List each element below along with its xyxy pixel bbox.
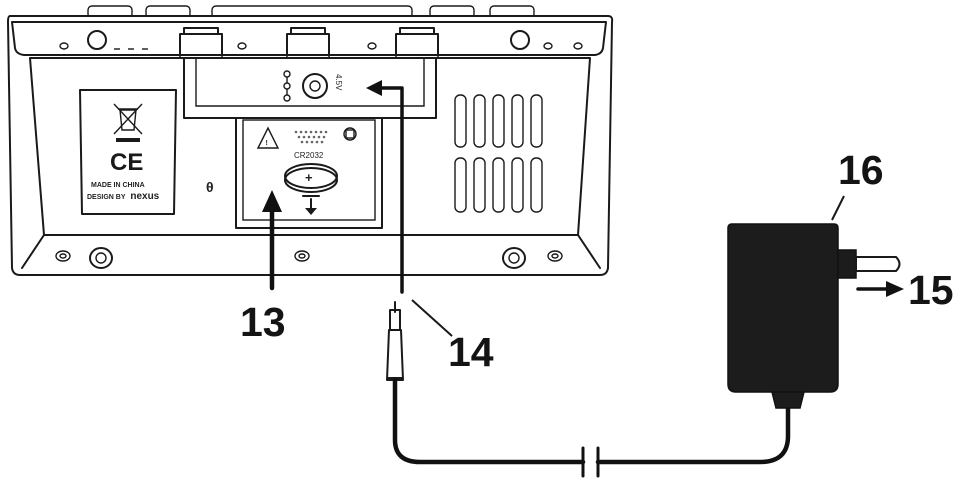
- design-by-prefix: DESIGN BY: [87, 194, 126, 201]
- weee-bin-icon: [113, 103, 143, 142]
- top-band-screws: [59, 42, 583, 50]
- warning-icon: [256, 126, 280, 149]
- adapter-plug-collar: [837, 249, 857, 279]
- warning-icon-mark: !: [266, 140, 268, 147]
- leader-line-16: [831, 195, 845, 221]
- adapter-body: [727, 223, 839, 393]
- vent-slots: [454, 94, 543, 213]
- polarity-symbol: [283, 70, 291, 102]
- callout-15: 15: [908, 267, 954, 313]
- adapter-plug-pin: [855, 256, 901, 272]
- cable-break-mark: [581, 446, 600, 478]
- arrow-15: [856, 281, 904, 297]
- made-in-label: MADE IN CHINA: [91, 182, 145, 189]
- stand-frame-inner: [195, 58, 425, 107]
- coin-cell: [284, 167, 338, 193]
- insert-arrow-icon: [302, 195, 320, 215]
- arrow-to-battery: [262, 190, 282, 291]
- top-right-hole: [510, 30, 530, 50]
- leader-line-14: [411, 299, 453, 337]
- battery-type-label: CR2032: [294, 151, 324, 160]
- device-top-band: [11, 21, 607, 56]
- ce-mark: CE: [110, 149, 143, 176]
- dotted-pattern: [294, 130, 328, 144]
- power-adapter: [727, 223, 901, 409]
- callout-16: 16: [838, 147, 884, 193]
- top-left-hole: [87, 30, 107, 50]
- device-rear-view: 4.5V !: [6, 5, 614, 276]
- battery-polarity-label: +: [305, 170, 313, 185]
- device-outer-body: [6, 15, 614, 276]
- design-by-line: DESIGN BY nexus: [87, 191, 160, 202]
- callout-14: 14: [448, 329, 494, 375]
- dc-jack-socket: 4.5V: [283, 70, 343, 102]
- regulatory-label: CE MADE IN CHINA DESIGN BY nexus: [79, 89, 177, 215]
- design-by-brand: nexus: [130, 191, 159, 202]
- bottom-feet: [55, 247, 563, 269]
- callout-13: 13: [240, 299, 286, 345]
- dc-plug: [386, 301, 404, 381]
- dc-cable: [392, 377, 791, 465]
- arrow-to-jack: [366, 80, 404, 294]
- jack-rating-label: 4.5V: [334, 74, 343, 91]
- battery-compartment: ! CR2032 +: [235, 117, 383, 229]
- adapter-cable-strain-relief: [771, 391, 805, 409]
- recycle-icon: [343, 127, 357, 141]
- theta-symbol: θ: [206, 179, 214, 195]
- mount-clips: [179, 27, 439, 57]
- device-bottom-edge: [21, 234, 601, 269]
